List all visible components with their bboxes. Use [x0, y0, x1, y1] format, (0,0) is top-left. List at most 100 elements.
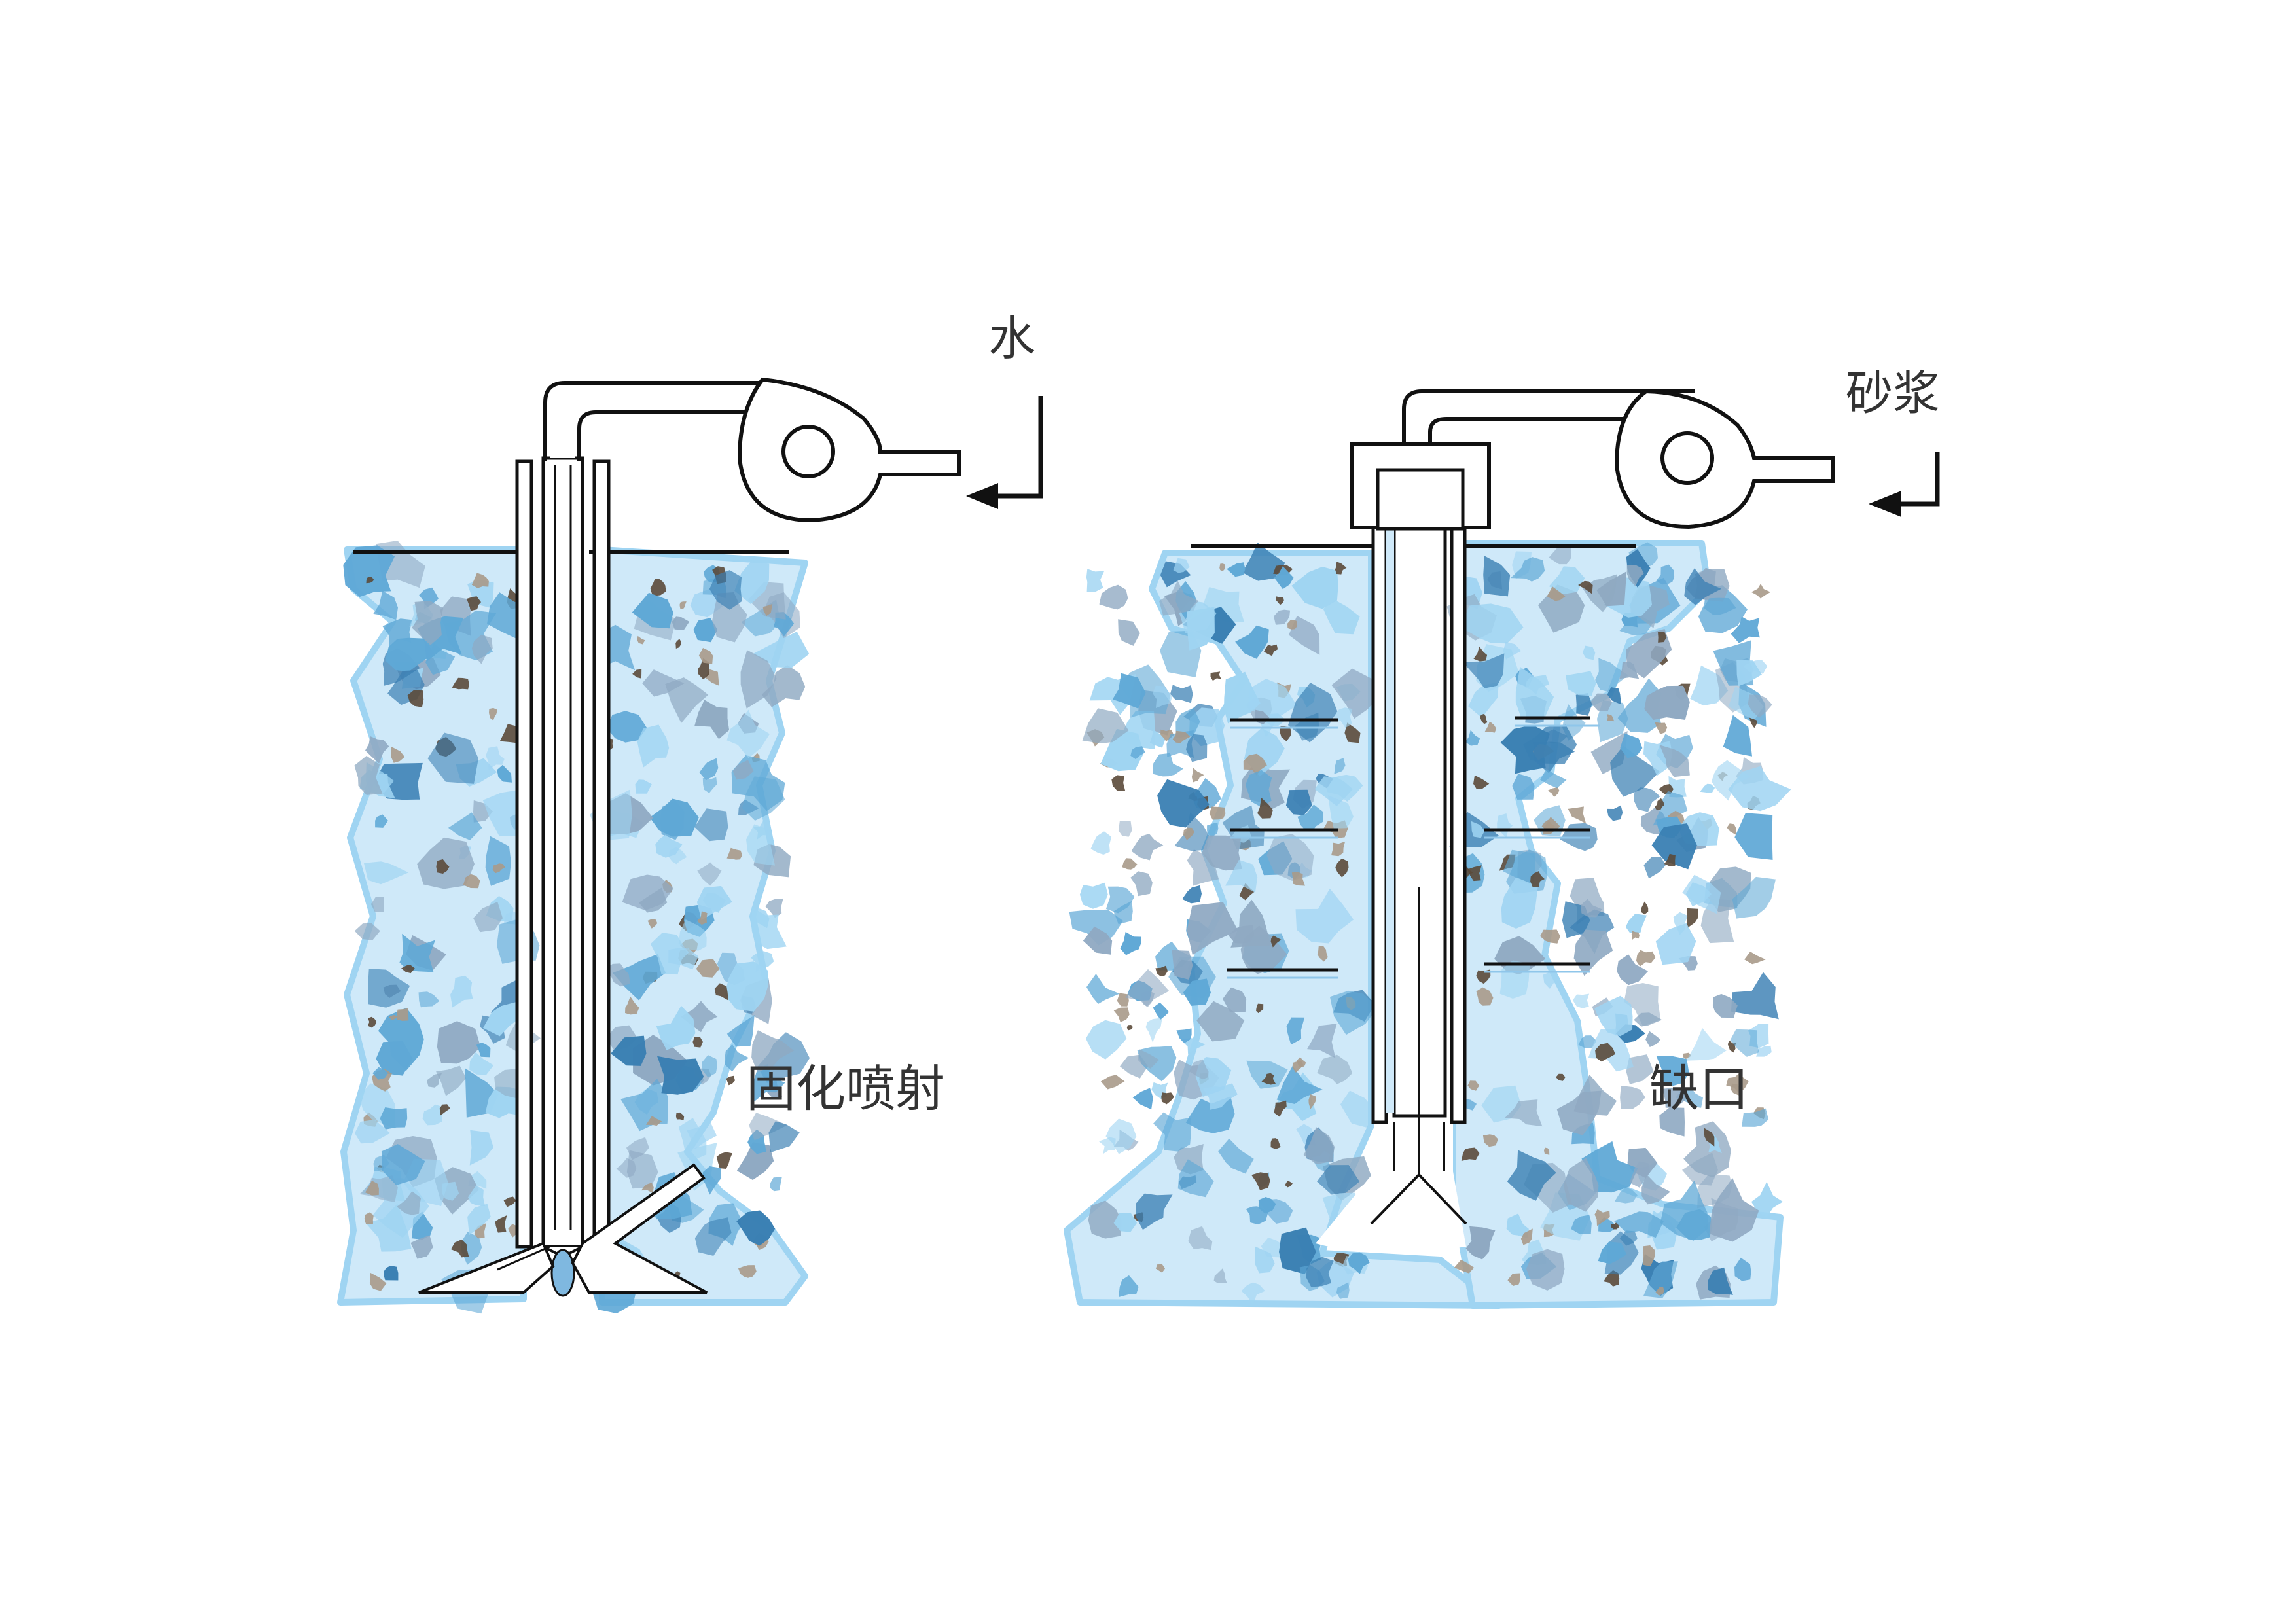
soil-patch: [694, 700, 730, 740]
right-fracture-lines-blue: [1227, 724, 1600, 979]
soil-patch: [637, 635, 645, 645]
soil-patch: [391, 746, 405, 763]
soil-patch: [637, 724, 670, 768]
soil-patch: [1709, 1178, 1759, 1242]
soil-patch: [1744, 952, 1766, 965]
soil-patch: [1170, 685, 1193, 704]
soil-patch: [709, 570, 742, 610]
soil-patch: [1202, 835, 1242, 871]
soil-patch: [1641, 1174, 1670, 1205]
arrow-hook-icon: [1869, 452, 1940, 517]
soil-patch: [380, 1107, 408, 1130]
soil-patch: [657, 1056, 704, 1095]
soil-patch: [1728, 766, 1791, 812]
soil-patch: [1659, 745, 1690, 777]
soil-patch: [1507, 1150, 1556, 1201]
soil-patch: [1280, 726, 1292, 741]
right-panel: 砂浆 缺口: [1064, 366, 1940, 1309]
soil-patch: [1549, 566, 1585, 595]
soil-patch: [1119, 1275, 1139, 1298]
soil-patch: [1224, 671, 1261, 724]
soil-patch: [714, 983, 728, 1001]
soil-patch: [1177, 1159, 1214, 1198]
soil-patch: [1227, 562, 1246, 577]
soil-patch: [732, 760, 754, 780]
soil-patch: [770, 1177, 782, 1192]
soil-patch: [604, 963, 630, 987]
right-soil-column-left: [1064, 543, 1502, 1309]
soil-patch: [1497, 813, 1513, 838]
soil-patch: [751, 1030, 795, 1072]
soil-patch: [1712, 760, 1751, 801]
soil-patch: [1348, 1252, 1370, 1274]
right-casing-outer-right: [1450, 469, 1467, 1124]
soil-patch: [1303, 1127, 1335, 1165]
soil-patch: [1153, 685, 1172, 708]
soil-patch: [1563, 1158, 1599, 1212]
soil-patch: [389, 1015, 398, 1020]
soil-patch: [1126, 1025, 1134, 1031]
left-jet-left: [418, 1241, 555, 1294]
soil-patch: [1176, 1028, 1192, 1043]
soil-patch: [1636, 950, 1656, 967]
soil-patch: [1631, 931, 1640, 940]
soil-patch: [450, 975, 473, 1008]
soil-patch: [1467, 865, 1482, 882]
soil-patch: [696, 911, 708, 925]
soil-patch: [1183, 978, 1211, 1006]
soil-patch: [1736, 660, 1762, 687]
soil-patch: [381, 1144, 425, 1185]
soil-patch: [768, 1121, 800, 1153]
soil-patch: [1594, 995, 1633, 1037]
soil-patch: [1520, 1228, 1533, 1245]
left-soil-left-patches: [343, 541, 541, 1314]
soil-patch: [1461, 603, 1524, 644]
soil-patch: [1172, 730, 1191, 743]
soil-patch: [726, 1015, 755, 1047]
soil-patch: [1641, 901, 1649, 915]
soil-patch: [1571, 1215, 1592, 1235]
soil-patch: [418, 991, 440, 1008]
soil-patch: [765, 898, 783, 918]
soil-patch: [471, 634, 493, 664]
soil-patch: [1578, 1035, 1597, 1048]
soil-patch: [385, 637, 435, 672]
soil-patch: [1340, 1090, 1376, 1128]
soil-patch: [1297, 804, 1323, 831]
soil-patch: [489, 707, 497, 721]
soil-patch: [1582, 645, 1596, 660]
soil-patch: [1626, 565, 1644, 586]
soil-patch: [1334, 758, 1346, 774]
soil-patch: [1099, 584, 1128, 610]
soil-patch: [620, 1079, 668, 1132]
soil-patch: [1642, 1245, 1655, 1266]
soil-patch: [1187, 607, 1215, 651]
soil-patch: [1607, 805, 1623, 821]
soil-patch: [649, 798, 699, 837]
soil-patch: [1610, 1222, 1620, 1230]
left-casing-outer-left: [515, 459, 533, 1249]
soil-patch: [364, 861, 409, 885]
soil-patch: [1645, 1031, 1661, 1047]
soil-patch: [1292, 1060, 1304, 1073]
soil-patch: [1476, 987, 1494, 1006]
soil-patch: [1248, 679, 1297, 738]
soil-patch: [1125, 969, 1170, 1007]
soil-patch: [1291, 567, 1338, 609]
soil-patch: [1279, 1227, 1316, 1274]
soil-patch: [1291, 872, 1305, 886]
soil-patch: [1189, 1059, 1209, 1080]
soil-patch: [1515, 666, 1554, 720]
soil-patch: [1543, 972, 1556, 989]
soil-patch: [1624, 983, 1661, 1027]
soil-patch: [1098, 1137, 1116, 1154]
soil-patch: [1454, 1259, 1475, 1274]
left-jet-thin-left: [497, 1245, 550, 1271]
soil-patch: [422, 1104, 443, 1126]
soil-patch: [1703, 1128, 1715, 1147]
soil-patch: [1209, 806, 1226, 820]
soil-patch: [1742, 1108, 1769, 1127]
soil-patch: [471, 573, 489, 588]
soil-patch: [1643, 1261, 1678, 1298]
